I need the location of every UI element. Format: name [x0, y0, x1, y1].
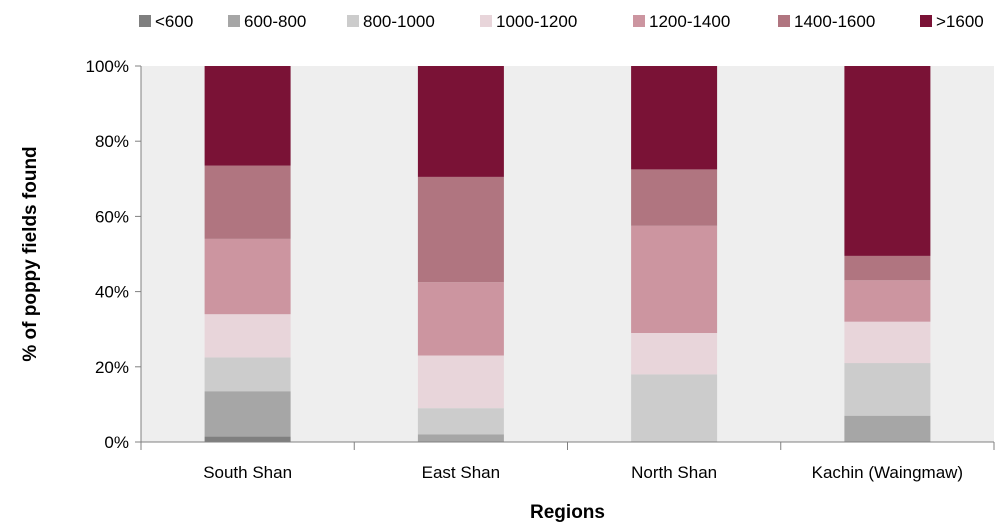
legend-swatch [480, 15, 492, 27]
bar-segment [631, 169, 718, 226]
bar-segment [417, 282, 504, 356]
bar-segment [204, 314, 291, 358]
bar-segment [844, 66, 931, 256]
legend-swatch [228, 15, 240, 27]
legend-label: 600-800 [244, 12, 306, 31]
bar-segment [417, 176, 504, 283]
bar-segment [417, 66, 504, 177]
x-tick-label: Kachin (Waingmaw) [812, 463, 963, 482]
x-axis-title: Regions [530, 502, 605, 523]
legend-label: 1200-1400 [649, 12, 730, 31]
legend-label: 800-1000 [363, 12, 435, 31]
bars [204, 66, 931, 442]
bar-segment [204, 357, 291, 392]
y-tick-label: 0% [104, 433, 129, 452]
legend-label: >1600 [936, 12, 984, 31]
y-tick-label: 40% [95, 283, 129, 302]
bar-segment [844, 321, 931, 364]
bar-segment [204, 66, 291, 166]
legend-swatch [778, 15, 790, 27]
bar-segment [204, 239, 291, 315]
bar-segment [417, 355, 504, 409]
bar-segment [844, 280, 931, 322]
legend-label: 1000-1200 [496, 12, 577, 31]
bar-segment [417, 408, 504, 435]
bar-segment [204, 165, 291, 239]
legend-swatch [920, 15, 932, 27]
bar-segment [204, 436, 291, 442]
bar-segment [631, 374, 718, 442]
y-tick-label: 100% [86, 57, 129, 76]
bar-segment [204, 391, 291, 437]
bar-segment [844, 255, 931, 281]
bar-segment [844, 363, 931, 416]
y-tick-label: 80% [95, 132, 129, 151]
x-tick-label: East Shan [422, 463, 500, 482]
x-tick-label: South Shan [203, 463, 292, 482]
legend-swatch [633, 15, 645, 27]
x-tick-label: North Shan [631, 463, 717, 482]
legend-label: 1400-1600 [794, 12, 875, 31]
y-tick-label: 20% [95, 358, 129, 377]
bar-segment [631, 333, 718, 375]
bar-segment [631, 66, 718, 170]
y-axis-title: % of poppy fields found [20, 146, 41, 361]
bar-segment [417, 434, 504, 442]
y-tick-label: 60% [95, 207, 129, 226]
legend-swatch [139, 15, 151, 27]
legend: <600 600-800 800-1000 1000-1200 1200-1400 140… [139, 12, 984, 31]
bar-segment [631, 225, 718, 333]
legend-label: <600 [155, 12, 193, 31]
axes: 0% 20% 40% 60% 80% 100% South Shan East Shan Nor… [86, 57, 995, 482]
legend-swatch [347, 15, 359, 27]
bar-segment [844, 415, 931, 442]
